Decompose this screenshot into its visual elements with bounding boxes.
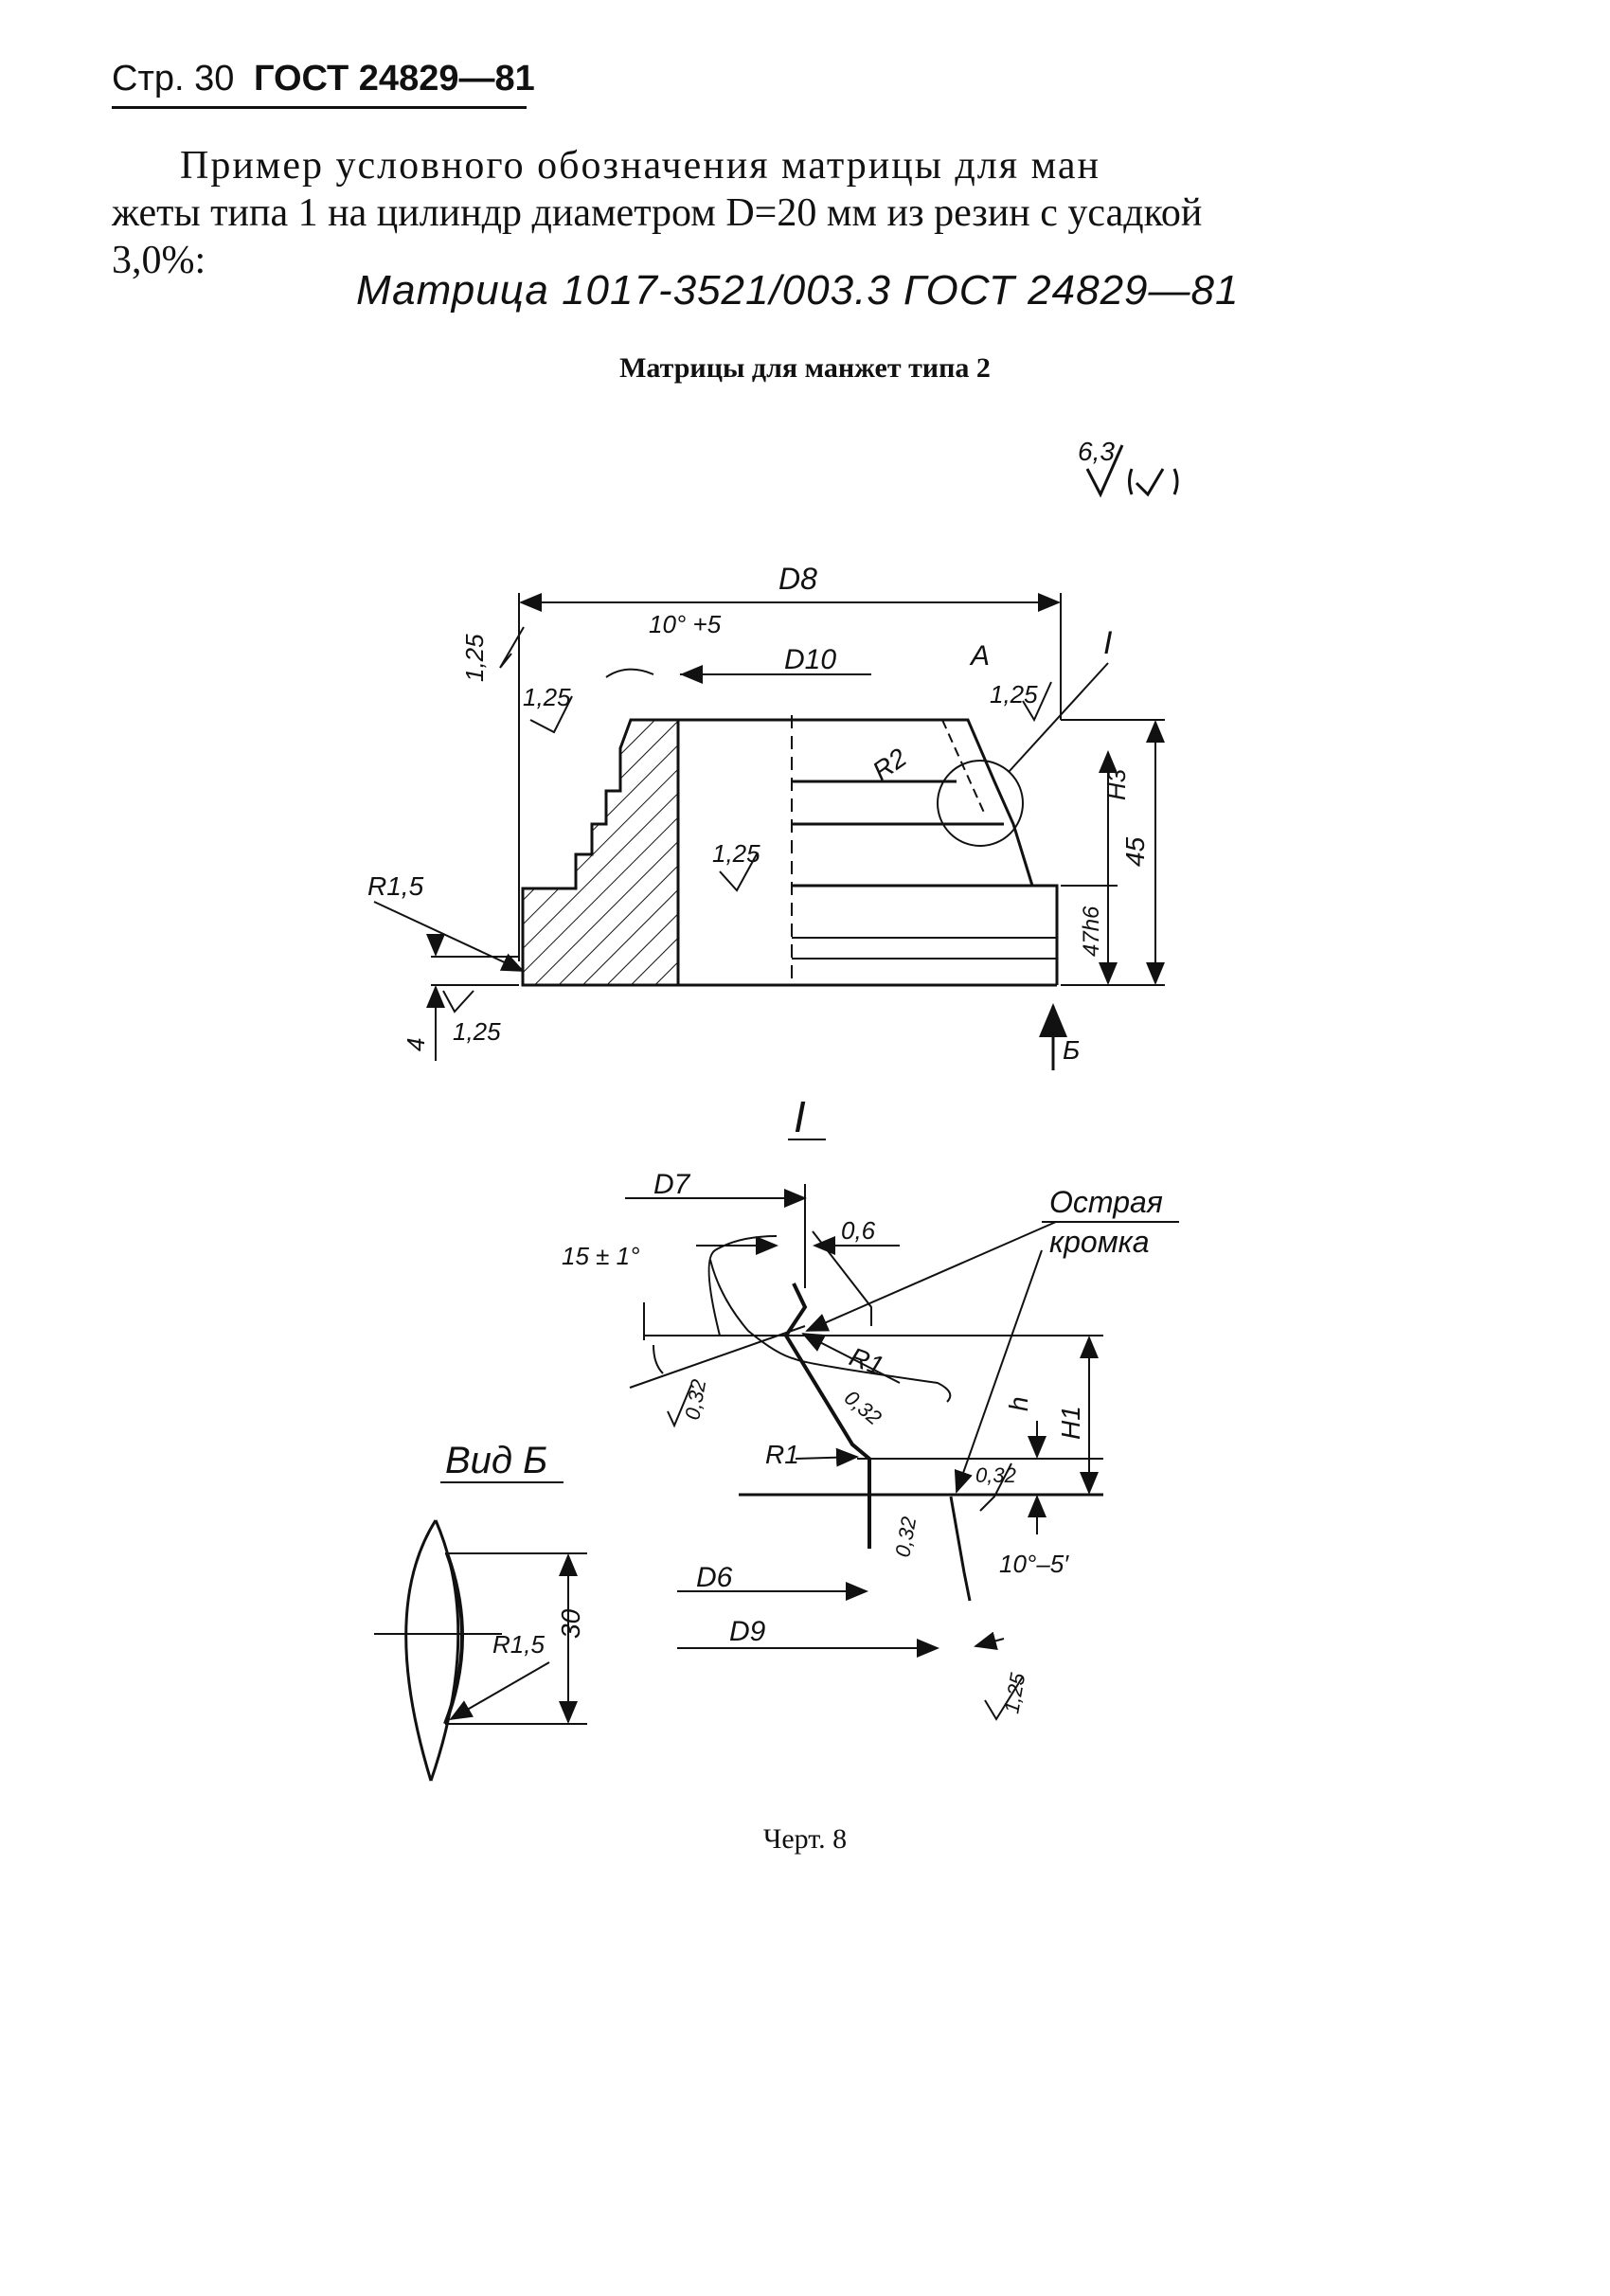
roughness-general-value: 6,3 (1078, 437, 1115, 466)
view-B-dim-30: 30 (556, 1608, 585, 1639)
roughness-label: 1,25 (990, 680, 1038, 709)
figure-caption: Черт. 8 (762, 1823, 848, 1855)
roughness-general-symbol (1085, 444, 1179, 498)
label-47h6: 47h6 (1079, 906, 1104, 957)
roughness-label: 1,25 (460, 634, 489, 682)
roughness-label: 1,25 (712, 839, 760, 868)
detail-D9: D9 (729, 1616, 766, 1647)
detail-roughness: 1,25 (999, 1671, 1029, 1715)
detail-roughness: 0,32 (680, 1377, 710, 1422)
detail-title: I (794, 1092, 806, 1141)
roughness-label: 1,25 (453, 1017, 501, 1046)
label-detail-I: I (1103, 625, 1113, 661)
roughness-label: 1,25 (523, 683, 571, 711)
view-B-title: Вид Б (445, 1440, 547, 1481)
page-header: Стр. 30 ГОСТ 24829—81 (112, 59, 535, 99)
label-D10: D10 (784, 644, 836, 675)
page-number: Стр. 30 (112, 59, 235, 99)
label-angle-top: 10° +5 (649, 610, 722, 638)
standard-number: ГОСТ 24829—81 (253, 59, 535, 99)
label-R1-5: R1,5 (367, 871, 424, 901)
detail-roughness: 0,32 (840, 1386, 886, 1430)
paragraph-line: Пример условного обозначения матрицы для… (180, 144, 1100, 188)
example-paragraph: Пример условного обозначения матрицы для… (112, 142, 1438, 284)
main-section-view (373, 593, 1165, 1070)
detail-R1: R1 (765, 1440, 799, 1469)
label-45: 45 (1120, 836, 1150, 867)
detail-sharp-edge-1: Острая (1049, 1185, 1163, 1219)
view-B-drawing (374, 1519, 587, 1782)
detail-D6: D6 (696, 1562, 733, 1593)
detail-0-6: 0,6 (841, 1216, 876, 1245)
detail-roughness: 0,32 (975, 1463, 1016, 1487)
detail-I-view (625, 1184, 1179, 1721)
detail-roughness: 0,32 (890, 1515, 921, 1559)
label-arrow-B: Б (1063, 1035, 1080, 1065)
detail-angle-15: 15 ± 1° (562, 1242, 640, 1270)
detail-H1: H1 (1056, 1406, 1085, 1440)
label-A: A (969, 640, 990, 672)
detail-h: h (1004, 1396, 1033, 1411)
label-D8: D8 (778, 562, 817, 596)
paragraph-line: жеты типа 1 на цилиндр диаметром D=20 мм… (112, 191, 1203, 235)
label-dim-4: 4 (402, 1038, 430, 1051)
designation-example: Матрица 1017-3521/003.3 ГОСТ 24829—81 (356, 267, 1240, 314)
section-heading: Матрицы для манжет типа 2 (619, 352, 991, 384)
label-H3: H3 (1102, 768, 1131, 800)
detail-D7: D7 (653, 1169, 691, 1200)
paragraph-line: 3,0%: (112, 239, 206, 282)
detail-angle-10: 10°–5′ (999, 1550, 1069, 1578)
header-rule (112, 106, 527, 109)
view-B-R1-5: R1,5 (492, 1630, 545, 1659)
detail-sharp-edge-2: кромка (1049, 1225, 1150, 1259)
label-R2: R2 (868, 743, 912, 786)
